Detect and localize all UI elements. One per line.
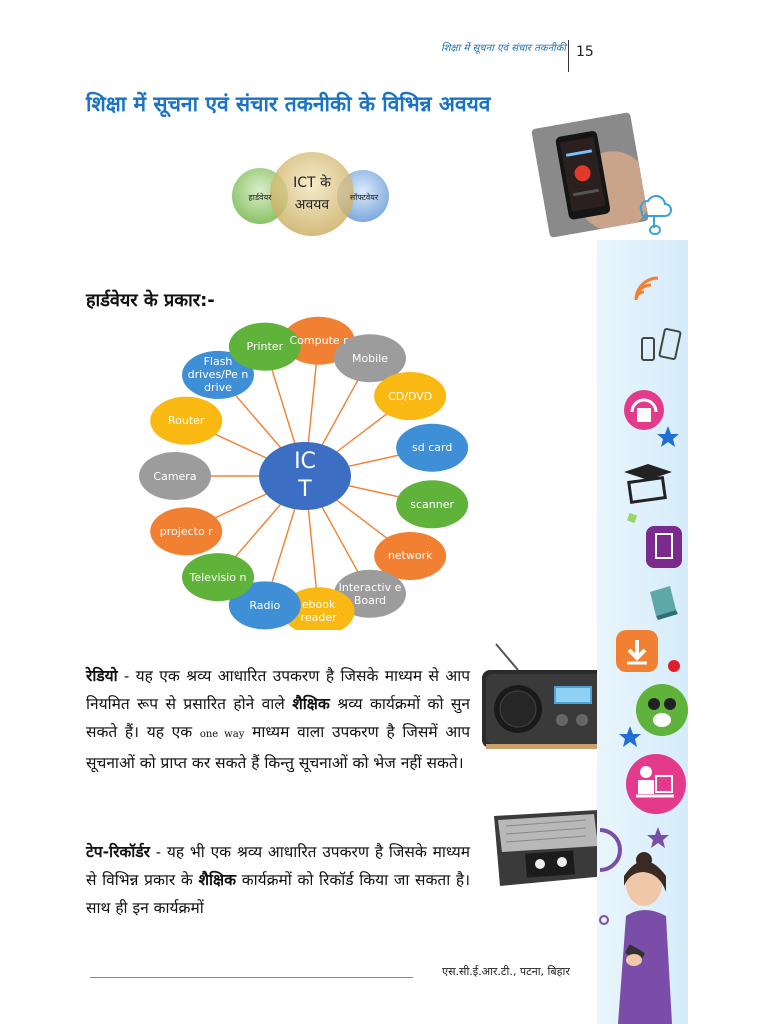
- hardware-node-label: network: [387, 549, 433, 563]
- tape-recorder-paragraph: टेप-रिकॉर्डर - यह भी एक श्रव्य आधारित उप…: [86, 843, 470, 917]
- ict-hub: [259, 442, 351, 510]
- hardware-node-5: [374, 531, 447, 580]
- hardware-node-9: [182, 553, 255, 602]
- venn-center-circle: [270, 152, 354, 236]
- radio-term: रेडियो: [86, 667, 118, 685]
- hardware-node-13: [182, 350, 255, 399]
- page-number: 15: [576, 44, 594, 60]
- hardware-node-2: [374, 372, 447, 421]
- hardware-types-diagram: [139, 316, 469, 630]
- hardware-node-11: [139, 452, 211, 500]
- smiley-icon: [619, 684, 688, 747]
- book-icon: [650, 586, 678, 620]
- hardware-node-12: [150, 396, 223, 445]
- laptop-user-icon: [626, 754, 686, 814]
- venn-center-label: ICT के अवयव: [293, 175, 331, 213]
- hardware-node-label: sd card: [412, 441, 453, 455]
- hardware-node-label: Camera: [153, 469, 197, 483]
- hardware-node-10: [150, 507, 223, 556]
- running-header: शिक्षा में सूचना एवं संचार तकनीकी: [441, 43, 566, 54]
- hardware-node-8: [228, 581, 301, 630]
- tape-recorder-photo: [494, 810, 606, 886]
- tape-recorder-term: टेप-रिकॉर्डर: [86, 843, 150, 861]
- hardware-node-label: Televisio n: [189, 570, 247, 584]
- hardware-node-label: ebook reader: [300, 598, 337, 625]
- hardware-node-label: scanner: [410, 497, 455, 511]
- hardware-node-label: Printer: [246, 340, 284, 354]
- star-icon: [647, 827, 669, 848]
- hardware-node-label: Radio: [249, 598, 281, 612]
- footer-text: एस.सी.ई.आर.टी., पटना, बिहार: [442, 965, 570, 978]
- hardware-node-1: [334, 334, 406, 383]
- header-divider: [568, 40, 569, 72]
- hardware-node-3: [396, 423, 469, 472]
- phone-photo: [531, 112, 649, 238]
- hardware-node-label: Flash drives/Pe n drive: [187, 355, 249, 395]
- radio-paragraph: रेडियो - यह एक श्रव्य आधारित उपकरण है जि…: [86, 667, 470, 772]
- wifi-icon: [634, 276, 659, 301]
- hardware-node-label: projecto r: [159, 524, 213, 538]
- hardware-node-label: Router: [168, 414, 205, 428]
- venn-left-label: हार्डवेयर: [248, 193, 272, 202]
- footer-rule: [90, 977, 413, 978]
- cloud-icon: [639, 195, 672, 235]
- hardware-node-label: Interactiv e Board: [338, 580, 402, 607]
- hardware-node-label: CD/DVD: [388, 389, 433, 403]
- download-icon: [616, 630, 680, 672]
- mobile-phones-icon: [641, 328, 682, 361]
- venn-right-label: सॉफ्टवेयर: [349, 193, 379, 202]
- hardware-node-label: Compute r: [289, 334, 348, 348]
- hardware-heading: हार्डवेयर के प्रकार:-: [86, 290, 215, 311]
- hardware-node-14: [228, 322, 301, 371]
- graduation-monitor-icon: [624, 464, 672, 504]
- radio-photo: [482, 643, 608, 749]
- tablet-hands-icon: [626, 512, 682, 568]
- headphones-book-icon: [624, 390, 679, 447]
- ict-components-diagram: [232, 152, 389, 236]
- hardware-node-4: [396, 480, 469, 529]
- hardware-node-7: [282, 587, 355, 630]
- girl-with-phone-illustration: [599, 828, 672, 1024]
- ict-hub-label: IC T: [294, 449, 316, 502]
- hardware-node-label: Mobile: [351, 351, 389, 365]
- page-title: शिक्षा में सूचना एवं संचार तकनीकी के विभ…: [86, 92, 491, 116]
